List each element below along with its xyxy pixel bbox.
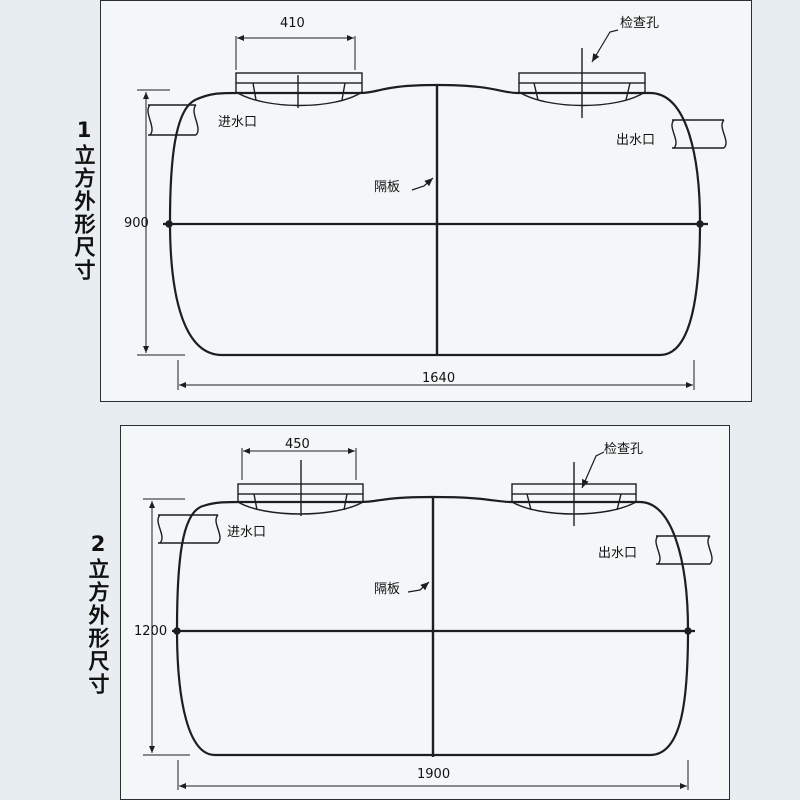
tank-2-manhole-left: [237, 460, 364, 516]
tank-1-length-dimension: 1640: [422, 371, 456, 386]
tank-2-manhole-right: [511, 462, 637, 526]
drawing-panel-1: [100, 0, 752, 402]
tank-1-outlet-pipe: [671, 119, 727, 149]
tank-2-partition-label: 隔板: [374, 582, 401, 597]
tank-1: [137, 29, 727, 390]
tank-2-manhole-dimension: 450: [285, 437, 310, 452]
tank-1-outlet-label: 出水口: [616, 133, 656, 148]
tank-2-inlet-label: 进水口: [227, 525, 267, 540]
tank-1-height-dimension: 900: [124, 216, 149, 231]
tank-1-manhole-left: [235, 72, 363, 108]
tank-1-caption: 1立方外形尺寸: [72, 118, 96, 282]
tank-2-caption: 2立方外形尺寸: [86, 532, 110, 696]
tank-2-outlet-pipe: [655, 535, 713, 565]
tank-1-inlet-pipe: [147, 104, 199, 136]
tank-2-outlet-label: 出水口: [598, 546, 638, 561]
tank-1-inspection-hole-label: 检查孔: [620, 16, 660, 31]
tank-1-partition-label: 隔板: [374, 180, 401, 195]
tank-2-height-dimension: 1200: [134, 624, 168, 639]
tank-2-inspection-hole-label: 检查孔: [604, 442, 644, 457]
tank-2: [143, 448, 713, 790]
tank-1-inlet-label: 进水口: [218, 115, 258, 130]
tank-1-manhole-right: [518, 48, 646, 118]
drawing-panel-2: [120, 425, 730, 800]
tank-1-body: [168, 83, 702, 357]
tank-2-inlet-pipe: [157, 514, 221, 544]
tank-1-manhole-dimension: 410: [280, 16, 305, 31]
tank-2-length-dimension: 1900: [417, 767, 451, 782]
